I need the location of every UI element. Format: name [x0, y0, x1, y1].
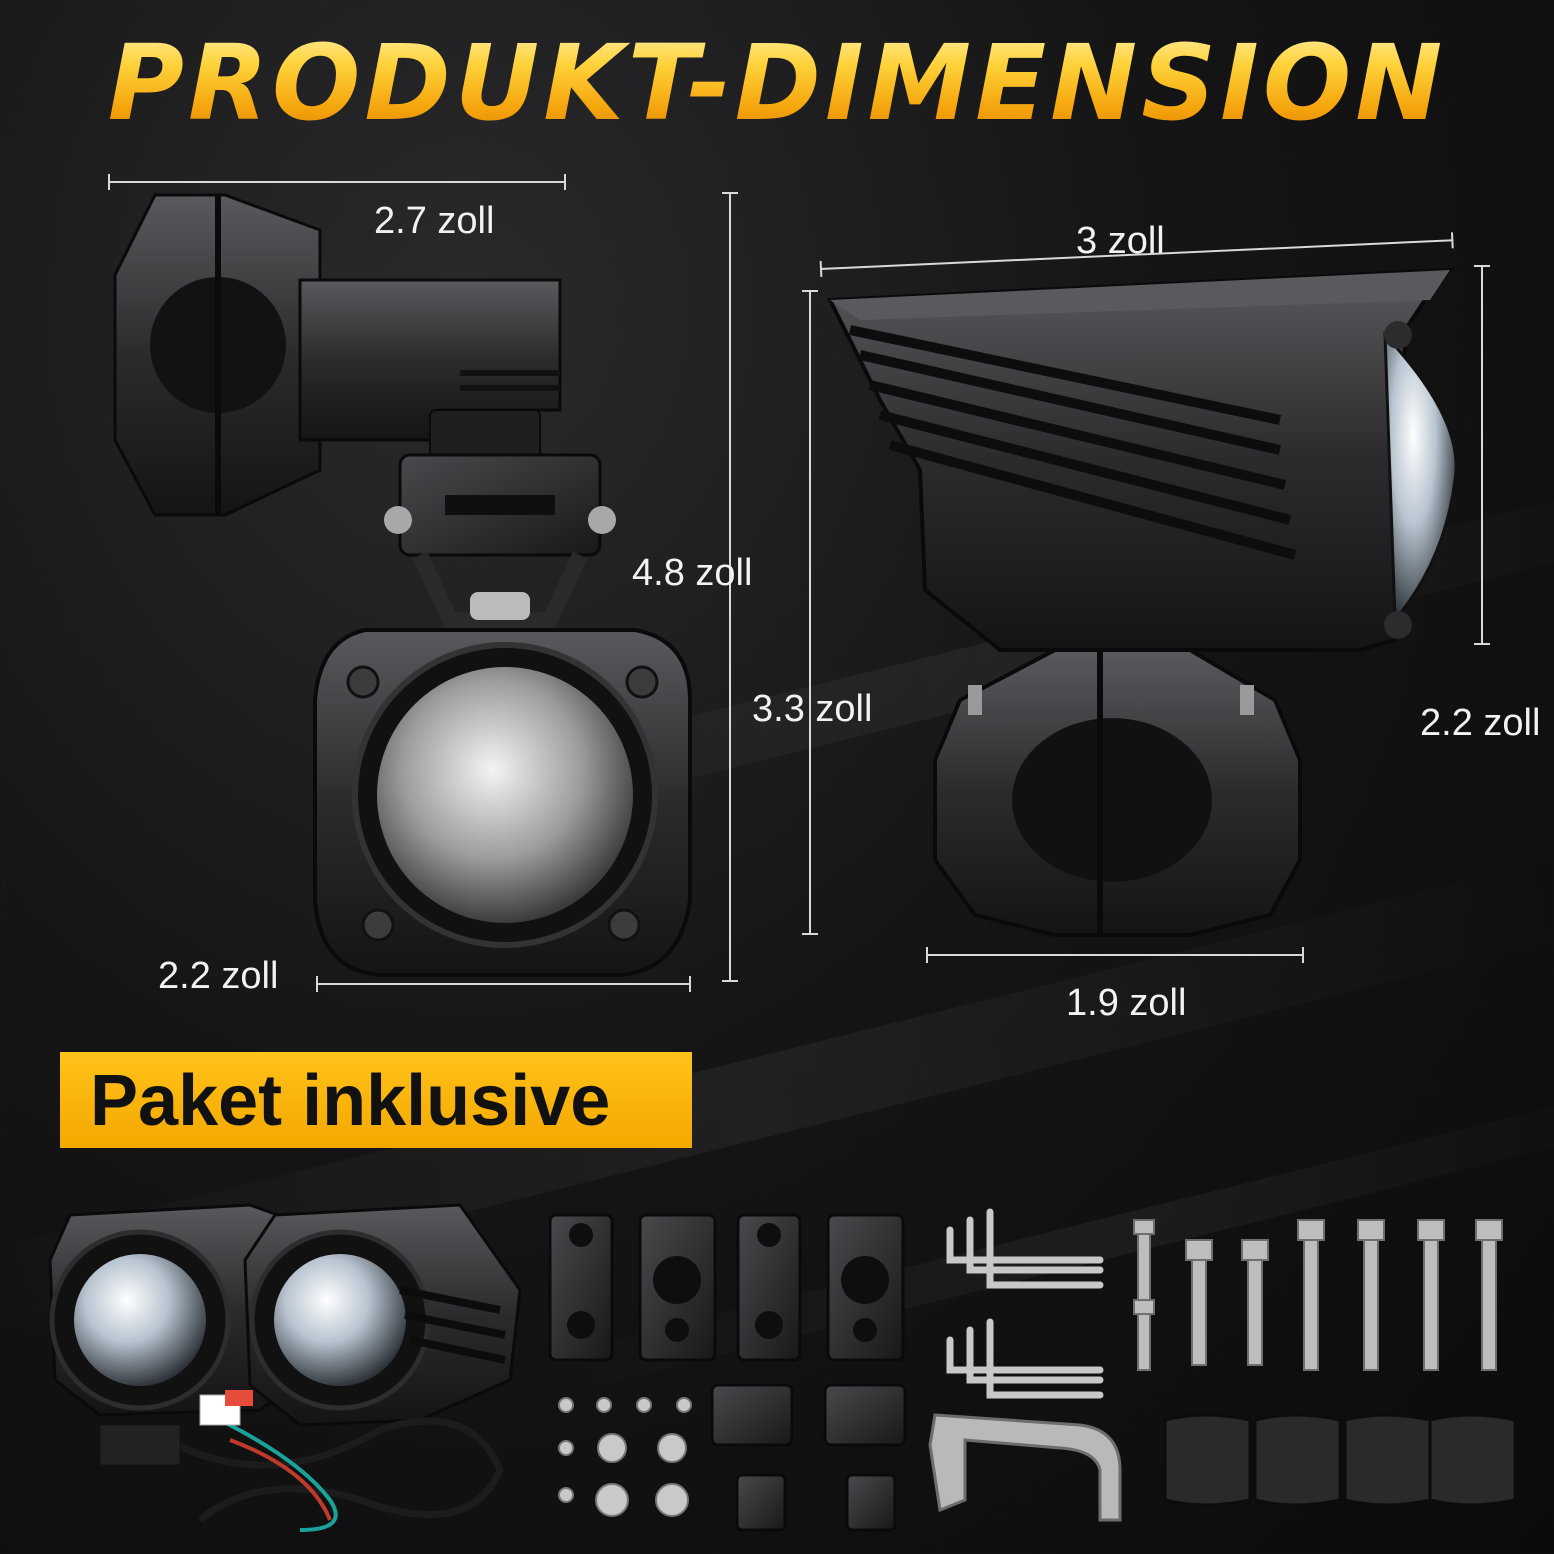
- dim-label-left-top-width: 2.7 zoll: [374, 200, 495, 242]
- package-label: Paket inklusive: [90, 1061, 611, 1141]
- dim-line-right-bottom: [926, 947, 1304, 963]
- package-light: [243, 1203, 522, 1427]
- dim-label-right-side-height: 2.2 zoll: [1420, 702, 1541, 744]
- dim-label-left-bottom-width: 2.2 zoll: [158, 955, 279, 997]
- dim-line-left-top: [108, 174, 566, 190]
- dim-label-right-bottom-width: 1.9 zoll: [1066, 982, 1187, 1024]
- dim-line-right-side: [1474, 265, 1490, 645]
- dim-label-left-height: 4.8 zoll: [632, 552, 753, 594]
- dim-line-left-height: [722, 192, 738, 982]
- dim-label-right-height: 3.3 zoll: [752, 688, 873, 730]
- package-badge: Paket inklusive: [60, 1052, 692, 1148]
- dim-line-left-bottom: [316, 976, 691, 992]
- dim-line-right-height: [802, 290, 818, 935]
- dim-label-right-top-width: 3 zoll: [1076, 220, 1165, 262]
- page-title: PRODUKT-DIMENSION: [0, 22, 1554, 144]
